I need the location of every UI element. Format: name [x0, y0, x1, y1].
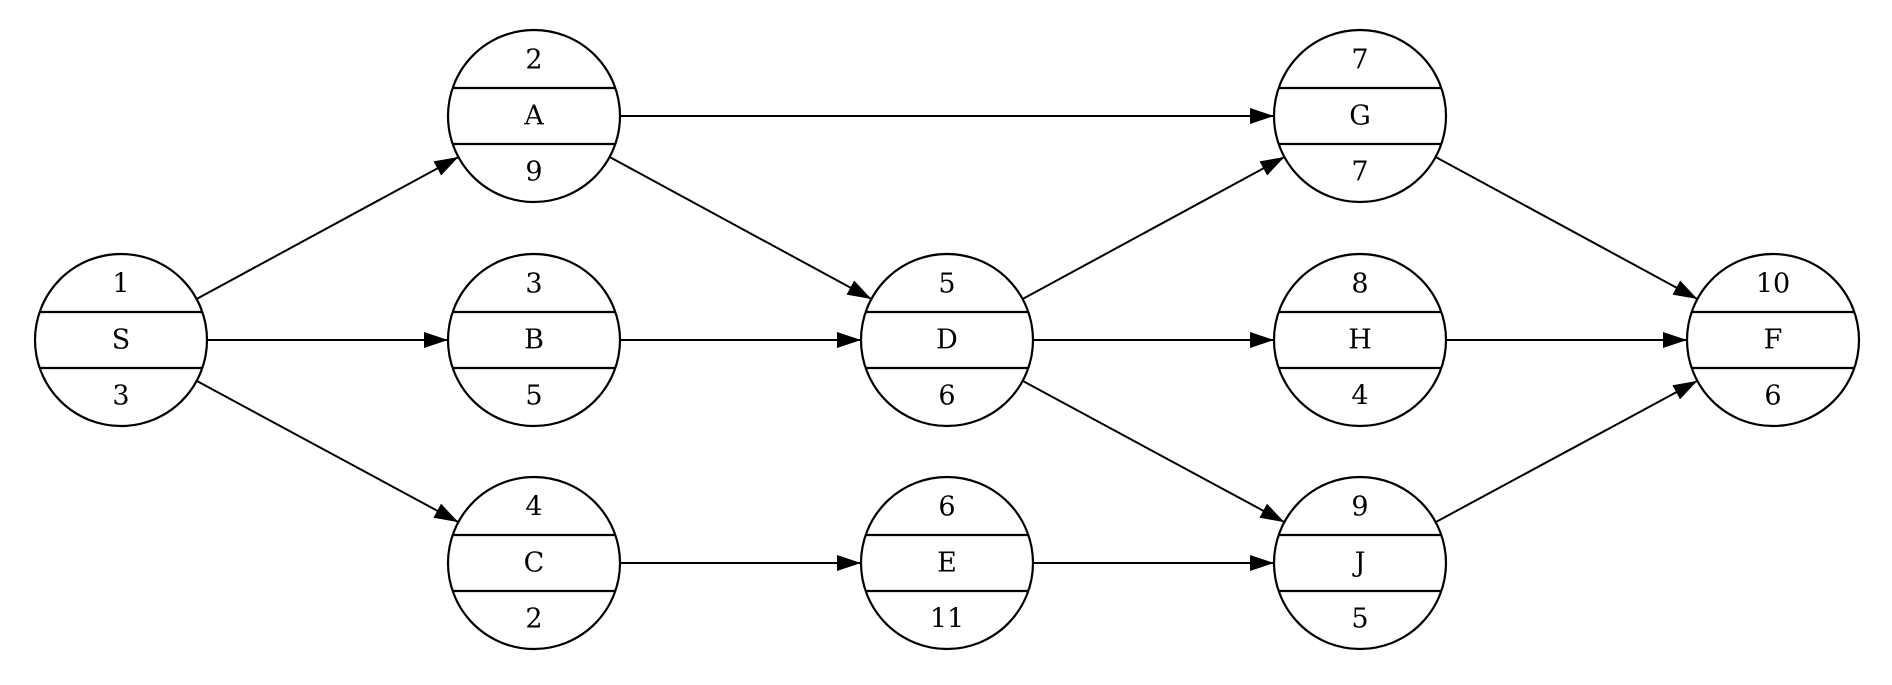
- node-label: E: [937, 548, 957, 579]
- node-label: F: [1764, 325, 1783, 356]
- node-number: 2: [525, 45, 542, 76]
- node-duration: 6: [938, 381, 955, 412]
- node-label: D: [936, 325, 958, 356]
- node-number: 8: [1351, 269, 1368, 300]
- node-circle: [859, 252, 1035, 428]
- node-label: J: [1352, 548, 1366, 579]
- node-j: 9J 5: [1272, 475, 1448, 651]
- edges-layer: [196, 108, 1698, 571]
- node-c: 4C 2: [446, 475, 622, 651]
- node-b: 3B 5: [446, 252, 622, 428]
- node-number: 5: [938, 269, 955, 300]
- edge-d-to-j: [1022, 380, 1285, 523]
- node-d: 5D 6: [859, 252, 1035, 428]
- node-label: G: [1349, 101, 1371, 132]
- node-label: A: [523, 101, 544, 132]
- node-number: 7: [1351, 45, 1368, 76]
- edge-s-to-c: [196, 380, 459, 523]
- node-duration: 5: [525, 381, 542, 412]
- node-duration: 9: [525, 157, 542, 188]
- node-circle: [446, 252, 622, 428]
- node-circle: [1272, 475, 1448, 651]
- node-duration: 4: [1351, 381, 1368, 412]
- node-circle: [446, 475, 622, 651]
- edge-a-to-d: [609, 156, 872, 300]
- node-circle: [1685, 252, 1861, 428]
- node-circle: [446, 28, 622, 204]
- node-h: 8H 4: [1272, 252, 1448, 428]
- node-number: 4: [525, 492, 542, 523]
- node-circle: [859, 475, 1035, 651]
- node-label: H: [1348, 325, 1372, 356]
- node-circle: [1272, 252, 1448, 428]
- node-e: 6E 11: [859, 475, 1035, 651]
- node-s: 1S 3: [33, 252, 209, 428]
- node-duration: 6: [1764, 381, 1781, 412]
- node-duration: 5: [1351, 604, 1368, 635]
- node-number: 9: [1351, 492, 1368, 523]
- node-duration: 11: [930, 604, 964, 635]
- node-label: S: [112, 325, 131, 356]
- node-duration: 7: [1351, 157, 1368, 188]
- edge-j-to-f: [1435, 380, 1698, 523]
- edge-d-to-g: [1022, 156, 1285, 300]
- node-duration: 2: [525, 604, 542, 635]
- node-circle: [33, 252, 209, 428]
- node-circle: [1272, 28, 1448, 204]
- node-number: 10: [1756, 269, 1790, 300]
- node-number: 1: [112, 269, 129, 300]
- edge-g-to-f: [1435, 156, 1698, 300]
- node-g: 7G7: [1272, 28, 1448, 204]
- node-number: 3: [525, 269, 542, 300]
- edge-s-to-a: [196, 156, 459, 300]
- node-label: B: [524, 325, 544, 356]
- node-number: 6: [938, 492, 955, 523]
- node-label: C: [524, 548, 545, 579]
- node-f: 10F 6: [1685, 252, 1861, 428]
- node-a: 2A 9: [446, 28, 622, 204]
- node-duration: 3: [112, 381, 129, 412]
